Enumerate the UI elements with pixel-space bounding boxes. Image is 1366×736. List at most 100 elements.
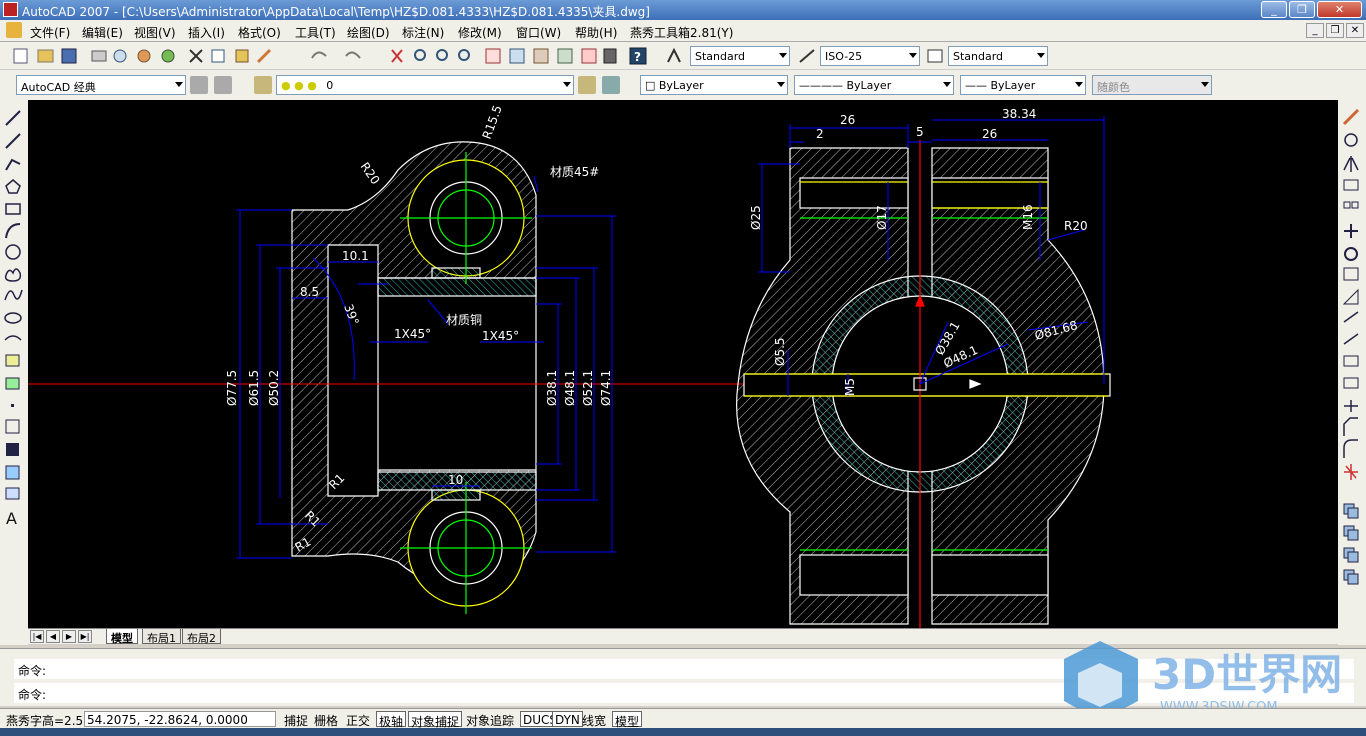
calculator-icon	[603, 48, 617, 64]
left-dimension-lines	[236, 175, 616, 559]
osnap-toggle[interactable]: 对象捕捉	[408, 711, 463, 729]
maximize-button[interactable]: ❐	[1289, 1, 1315, 18]
workspace-select[interactable]: AutoCAD 经典	[16, 75, 186, 95]
minimize-button[interactable]: _	[1261, 1, 1287, 18]
menu-tools[interactable]: 工具(T)	[295, 26, 336, 40]
table-style-select[interactable]: Standard	[948, 46, 1048, 66]
right-dimension-text: 26 2 5 38.34 26 Ø25 Ø17 M16 R20 Ø5.5 M5 …	[749, 107, 1088, 396]
layer-previous-icon[interactable]	[602, 76, 620, 94]
rotate-icon	[1344, 247, 1358, 261]
menu-insert[interactable]: 插入(I)	[188, 26, 225, 40]
dim-10: 10	[448, 473, 463, 487]
standard-toolbar: ? Standard ISO-25 Standard	[0, 42, 1366, 70]
array-icon	[1343, 201, 1351, 209]
ducs-toggle[interactable]: DUCS	[520, 711, 561, 727]
markup-icon	[581, 48, 597, 64]
text-style-select[interactable]: Standard	[690, 46, 790, 66]
menu-view[interactable]: 视图(V)	[134, 26, 176, 40]
left-view	[28, 141, 748, 614]
insert-block-icon	[5, 354, 20, 367]
prev-tab-button[interactable]: ◀	[46, 630, 60, 643]
left-dimension-text: R15.5 R20 材质45# 10.1 8.5 39° 1X45° 材质铜 1…	[225, 103, 613, 554]
command-history-line: 命令:	[14, 659, 1354, 679]
snap-toggle[interactable]: 捕捉	[284, 714, 309, 728]
dim-style-select[interactable]: ISO-25	[820, 46, 920, 66]
break-at-point-icon	[1343, 355, 1359, 367]
linetype-select[interactable]: ———— ByLayer	[794, 75, 954, 95]
polar-toggle[interactable]: 极轴	[376, 711, 407, 729]
title-bar: AutoCAD 2007 - [C:\Users\Administrator\A…	[0, 0, 1366, 20]
color-select[interactable]: □ ByLayer	[640, 75, 788, 95]
tab-layout2[interactable]: 布局2	[182, 629, 221, 645]
zoom-previous-icon	[458, 49, 470, 61]
tool-palettes-icon	[533, 48, 549, 64]
material-45: 材质45#	[550, 165, 599, 179]
workspace-settings-icon[interactable]	[190, 76, 208, 94]
dyn-toggle[interactable]: DYN	[552, 711, 583, 727]
explode-icon	[1344, 464, 1358, 480]
hatch-icon	[5, 419, 20, 434]
svg-text:?: ?	[634, 50, 641, 64]
dim-d5-5: Ø5.5	[773, 337, 787, 366]
mirror-icon	[1343, 156, 1359, 172]
dim-5: 5	[916, 125, 924, 139]
drawing-canvas[interactable]: R15.5 R20 材质45# 10.1 8.5 39° 1X45° 材质铜 1…	[28, 100, 1338, 628]
doc-restore-button[interactable]: ❐	[1326, 23, 1344, 38]
text-style-icon	[667, 47, 681, 63]
fillet-icon	[1343, 439, 1358, 458]
line-icon	[5, 110, 21, 126]
dim-r15-5: R15.5	[480, 103, 505, 141]
ortho-toggle[interactable]: 正交	[346, 714, 371, 728]
otrack-toggle[interactable]: 对象追踪	[466, 714, 515, 728]
dim-r20: R20	[358, 160, 383, 187]
layer-manager-icon[interactable]	[254, 76, 272, 94]
circle-icon	[5, 244, 21, 260]
dim-d52-1: Ø52.1	[581, 370, 595, 406]
menu-edit[interactable]: 编辑(E)	[82, 26, 123, 40]
menu-yanxiu-toolbox[interactable]: 燕秀工具箱2.81(Y)	[630, 26, 734, 40]
autocad-app-icon[interactable]	[3, 2, 18, 17]
menu-dimension[interactable]: 标注(N)	[402, 26, 445, 40]
copy-object-icon	[1344, 133, 1358, 147]
menu-window[interactable]: 窗口(W)	[516, 26, 562, 40]
close-button[interactable]: ✕	[1317, 1, 1362, 18]
coordinates-readout[interactable]: 54.2075, -22.8624, 0.0000	[84, 711, 276, 727]
extend-icon	[1343, 333, 1359, 345]
menu-draw[interactable]: 绘图(D)	[347, 26, 390, 40]
dim-d38-1: Ø38.1	[545, 370, 559, 406]
dim-8-5: 8.5	[300, 285, 319, 299]
last-tab-button[interactable]: ▶|	[78, 630, 92, 643]
layer-select[interactable]: ● ● ● 0	[276, 75, 574, 95]
menu-help[interactable]: 帮助(H)	[575, 26, 618, 40]
first-tab-button[interactable]: |◀	[30, 630, 44, 643]
plotstyle-select[interactable]: 随颜色	[1092, 75, 1212, 95]
doc-close-button[interactable]: ✕	[1346, 23, 1364, 38]
lineweight-select[interactable]: —— ByLayer	[960, 75, 1086, 95]
dim-m16: M16	[1021, 204, 1035, 230]
dim-d77-5: Ø77.5	[225, 370, 239, 406]
model-toggle[interactable]: 模型	[612, 711, 643, 729]
grid-toggle[interactable]: 栅格	[314, 714, 339, 728]
join-icon	[1344, 400, 1358, 412]
dim-r1-a: R1	[326, 471, 347, 492]
zoom-window-icon	[436, 49, 448, 61]
make-layer-current-icon[interactable]	[578, 76, 596, 94]
material-copper: 材质铜	[446, 312, 482, 327]
cut-icon	[189, 49, 203, 63]
open-icon	[37, 49, 54, 63]
dim-d74-1: Ø74.1	[599, 370, 613, 406]
command-input[interactable]: 命令:	[14, 683, 1354, 703]
dim-d17: Ø17	[875, 205, 889, 230]
next-tab-button[interactable]: ▶	[62, 630, 76, 643]
menu-file[interactable]: 文件(F)	[30, 26, 71, 40]
tab-model[interactable]: 模型	[106, 629, 138, 645]
window-title: AutoCAD 2007 - [C:\Users\Administrator\A…	[22, 5, 650, 19]
doc-minimize-button[interactable]: _	[1306, 23, 1324, 38]
workspace-save-icon[interactable]	[214, 76, 232, 94]
tab-layout1[interactable]: 布局1	[142, 629, 181, 645]
lineweight-toggle[interactable]: 线宽	[582, 714, 607, 728]
menu-modify[interactable]: 修改(M)	[458, 26, 502, 40]
draw-toolbar: A	[0, 100, 28, 645]
document-icon[interactable]	[6, 22, 22, 38]
menu-format[interactable]: 格式(O)	[238, 26, 281, 40]
